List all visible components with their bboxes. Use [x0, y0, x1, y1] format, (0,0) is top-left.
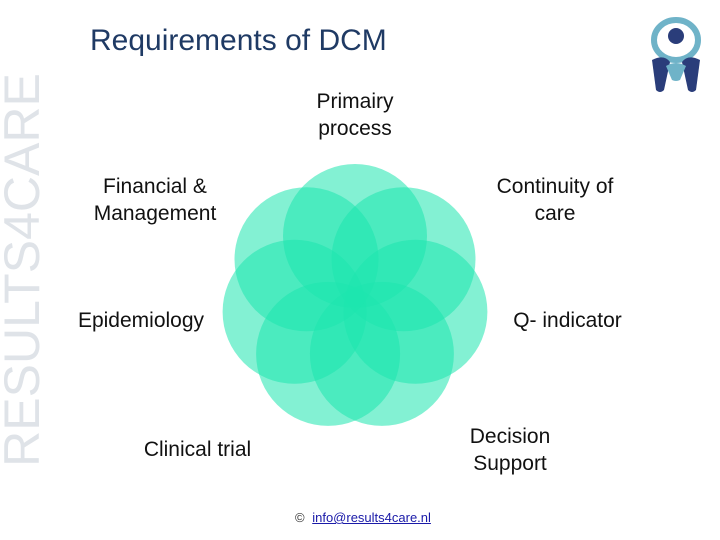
label-epidemiology: Epidemiology [77, 309, 205, 332]
logo-figure [651, 17, 701, 92]
footer-email-link[interactable]: info@results4care.nl [312, 510, 431, 525]
label-decision-support: Decision Support [469, 425, 551, 475]
label-q-indicator: Q- indicator [513, 309, 622, 332]
label-primary-process: Primairy process [316, 90, 394, 140]
label-clinical-trial: Clinical trial [143, 438, 252, 461]
flower-petals [222, 164, 488, 426]
results4care-logo-icon [651, 17, 701, 92]
copyright-symbol: © [295, 510, 305, 525]
flower-petal [234, 187, 379, 332]
footer: © info@results4care.nl [295, 510, 431, 525]
label-continuity-of-care: Continuity of care [496, 175, 614, 225]
slide-title: Requirements of DCM [90, 24, 387, 57]
label-financial-management: Financial & Management [93, 175, 217, 225]
